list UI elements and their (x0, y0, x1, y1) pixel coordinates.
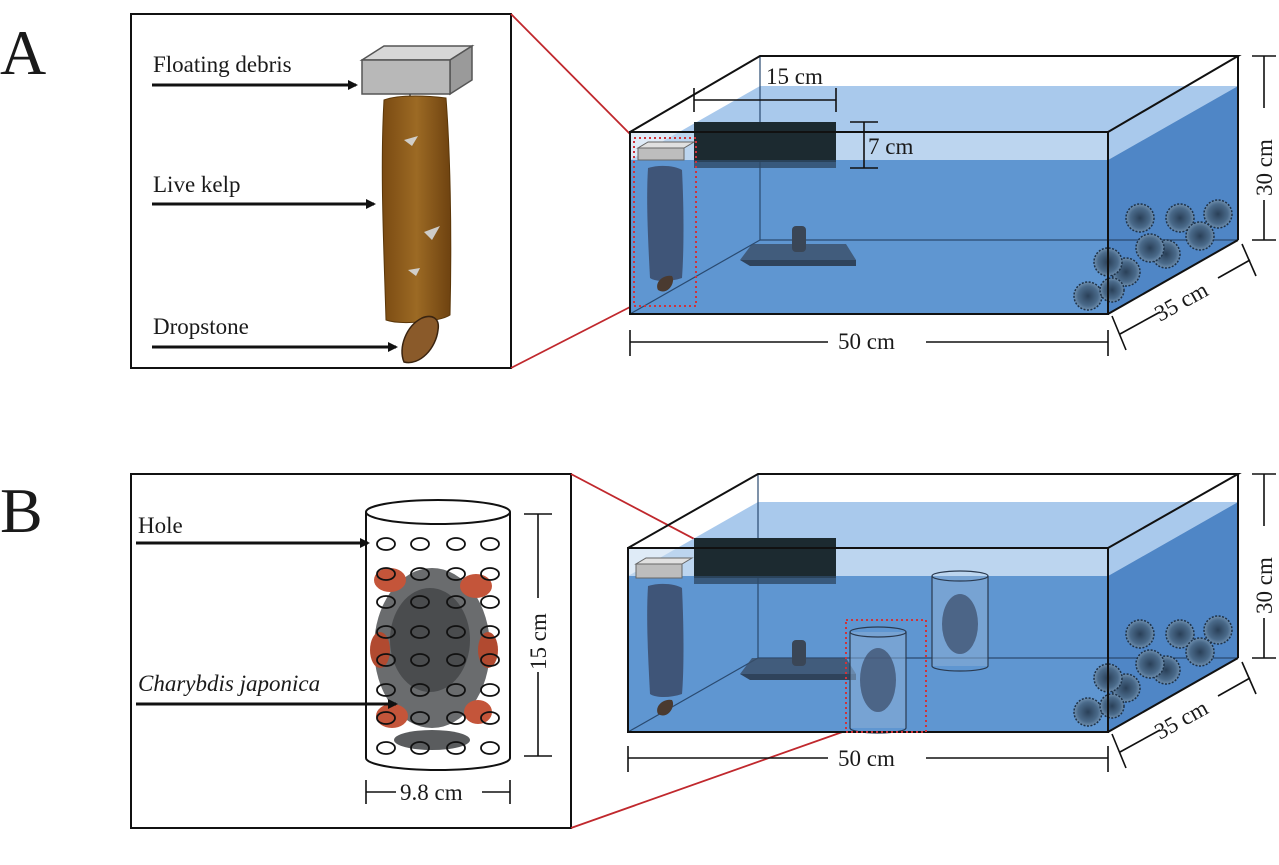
floating-debris-label: Floating debris (153, 52, 292, 77)
inset-b-frame (130, 473, 572, 829)
sea-urchins-b (1073, 615, 1233, 727)
floating-debris-block (359, 44, 475, 110)
dim-a-50cm: 50 cm (838, 329, 895, 354)
highlight-cage-b (845, 619, 927, 733)
dim-b-30cm: 30 cm (1252, 557, 1277, 614)
dim-b-9-8cm: 9.8 cm (400, 780, 463, 805)
dim-a-7cm: 7 cm (868, 134, 913, 159)
dim-b-15cm: 15 cm (526, 613, 551, 670)
inset-b: Hole Charybdis japonica 15 cm 9.8 cm (130, 473, 572, 829)
inset-a: Floating debris Live kelp Dropstone (130, 13, 512, 369)
dim-a-30cm: 30 cm (1252, 139, 1277, 196)
tank-a: 15 cm 7 cm 50 cm 30 cm 35 cm (629, 55, 1277, 356)
dropstone-label: Dropstone (153, 314, 249, 339)
cage-back (931, 570, 989, 672)
dim-a-15cm: 15 cm (766, 64, 823, 89)
dim-b-50cm: 50 cm (838, 746, 895, 771)
cage-front (849, 626, 907, 734)
callout-line-a-bottom (510, 305, 633, 369)
dark-shelter-a (694, 122, 836, 162)
dark-shelter-b (694, 538, 836, 578)
live-kelp-label: Live kelp (153, 172, 241, 197)
dropstone-shape (401, 315, 440, 364)
panel-b-letter: B (0, 475, 43, 546)
crab-image (370, 568, 498, 750)
callout-line-b-bottom (570, 729, 849, 829)
panel-a: A Floating debris Live kelp (0, 13, 1277, 369)
crab-label: Charybdis japonica (138, 671, 320, 696)
panel-b: B (0, 473, 1277, 829)
callout-line-a-top (510, 13, 631, 135)
kelp-blade (381, 95, 452, 323)
tank-b: 50 cm 30 cm 35 cm (627, 473, 1277, 772)
highlight-kelp-a (633, 137, 697, 307)
panel-a-letter: A (0, 17, 46, 88)
cage-cylinder (365, 499, 511, 771)
hole-label: Hole (138, 513, 183, 538)
